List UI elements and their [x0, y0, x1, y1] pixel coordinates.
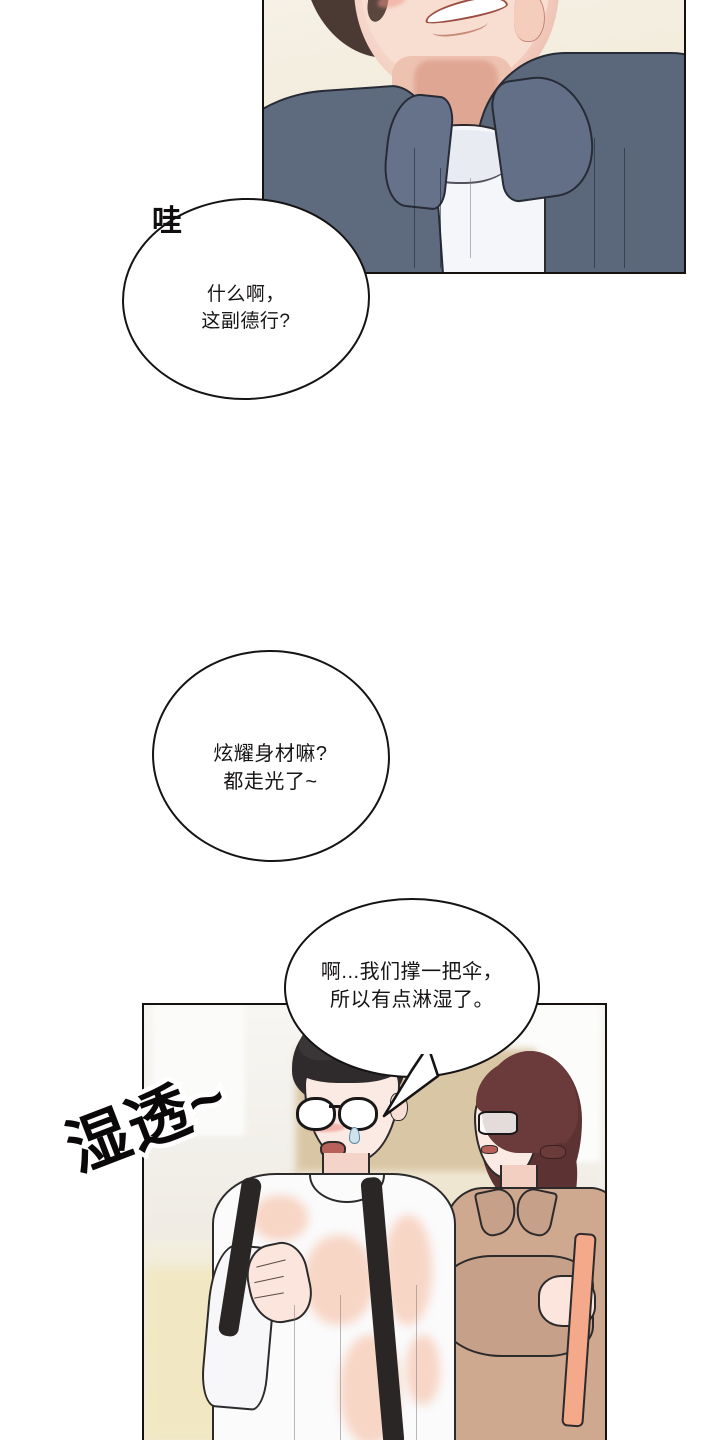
tshirt-fold: [470, 178, 471, 258]
jacket-fold: [594, 138, 595, 268]
background-window-left: [153, 1005, 246, 1136]
speech-bubble-2-text: 炫耀身材嘛? 都走光了~: [213, 742, 328, 793]
exclamation-wa: 哇: [152, 205, 182, 238]
panel-top: [262, 0, 686, 274]
girl-mouth: [481, 1145, 498, 1154]
wet-patch: [406, 1335, 440, 1405]
girl-ponytail-tie: [540, 1145, 566, 1159]
boy-glasses-right-lens: [338, 1097, 378, 1131]
shirt-fold: [340, 1295, 341, 1440]
wet-patch: [304, 1235, 374, 1325]
man-ear: [514, 0, 545, 42]
jacket-fold: [440, 168, 441, 268]
boy-glasses-left-lens: [296, 1097, 336, 1131]
shirt-fold: [416, 1285, 417, 1440]
speech-bubble-2: 炫耀身材嘛? 都走光了~: [146, 643, 396, 869]
jacket-fold: [624, 148, 625, 268]
wet-patch: [252, 1195, 308, 1241]
boy-glasses-bridge: [329, 1105, 340, 1108]
shirt-fold: [294, 1305, 295, 1440]
panel-bottom: [142, 1003, 607, 1440]
girl-glasses: [478, 1111, 518, 1135]
jacket-fold: [414, 148, 415, 268]
boy-sweat-drop: [349, 1127, 360, 1144]
speech-bubble-3-text: 啊...我们撑一把伞， 所以有点淋湿了。: [320, 960, 504, 1011]
speech-bubble-1-text: 什么啊， 这副德行?: [201, 284, 291, 332]
